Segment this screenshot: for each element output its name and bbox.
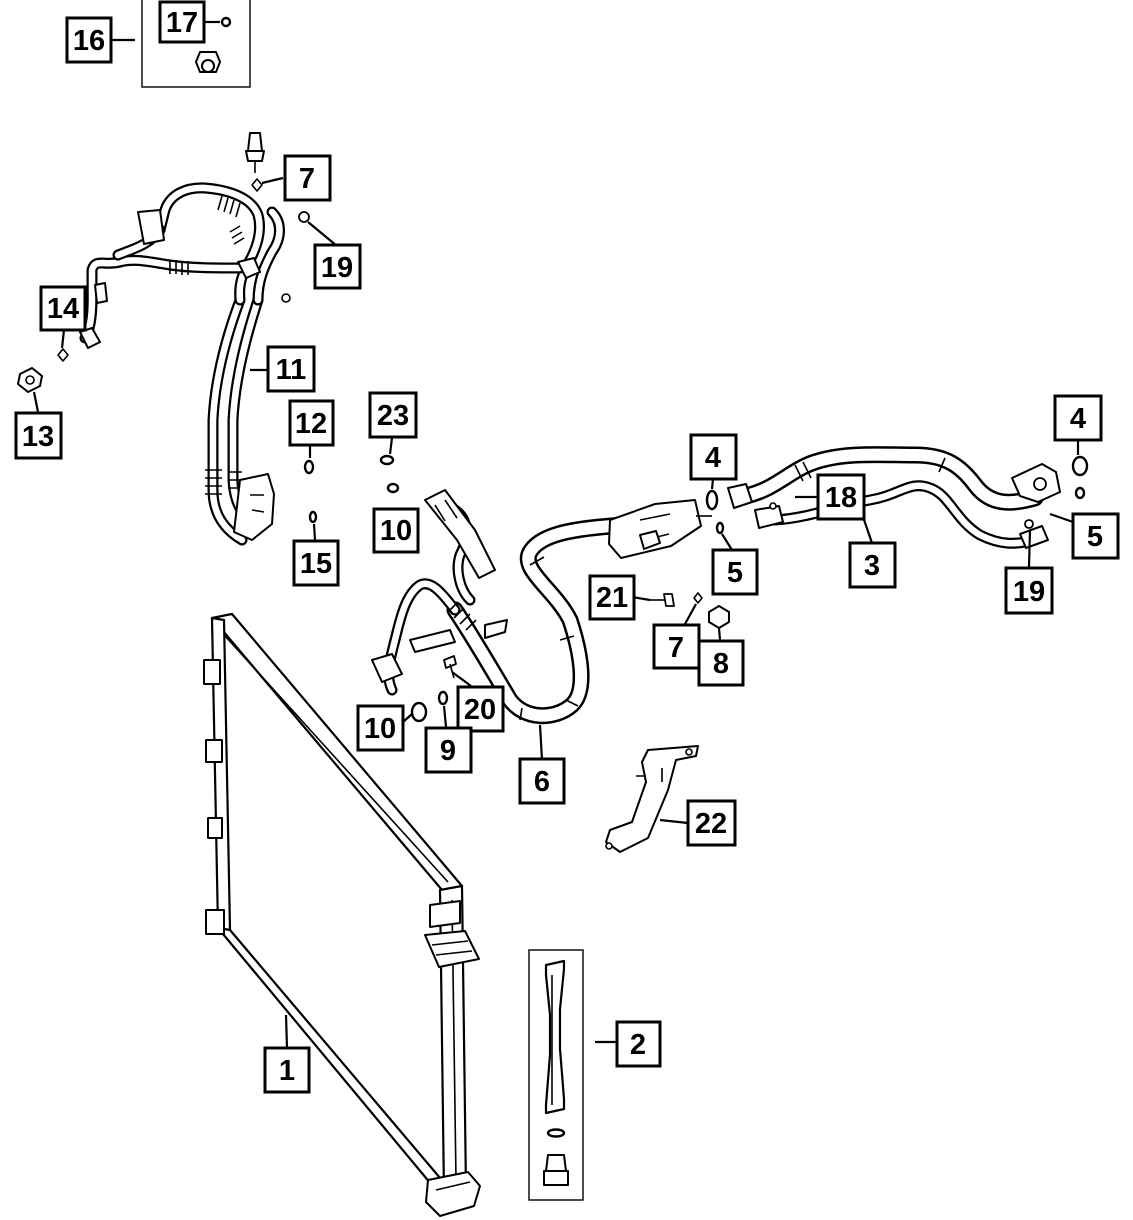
leader-lines bbox=[32, 20, 1080, 1049]
callout-7-upper-label: 7 bbox=[299, 163, 315, 195]
callout-20-label: 20 bbox=[464, 694, 496, 726]
callout-13-label: 13 bbox=[22, 421, 54, 453]
callout-19-right-label: 19 bbox=[1013, 576, 1045, 608]
callout-1: 1 bbox=[263, 1046, 311, 1094]
callout-7-lower: 7 bbox=[652, 623, 701, 670]
callout-11-label: 11 bbox=[276, 354, 307, 386]
o-ring-12-part bbox=[303, 459, 315, 475]
callout-4-left: 4 bbox=[689, 433, 738, 481]
callout-15: 15 bbox=[292, 539, 340, 587]
valve-core-14-part bbox=[57, 348, 69, 362]
callout-19-right: 19 bbox=[1004, 566, 1054, 615]
cap-upper-part bbox=[298, 211, 310, 223]
discharge-hose-part bbox=[371, 489, 712, 725]
callout-11: 11 bbox=[266, 345, 316, 393]
callout-4-right: 4 bbox=[1053, 394, 1103, 442]
callout-14: 14 bbox=[39, 285, 87, 332]
callout-9-label: 9 bbox=[440, 735, 456, 767]
o-ring-10-lower-part bbox=[410, 701, 428, 723]
callout-10-upper: 10 bbox=[372, 507, 420, 554]
drier-plug-part bbox=[543, 1154, 569, 1186]
pressure-switch-part bbox=[195, 16, 232, 73]
callout-10-lower: 10 bbox=[356, 704, 405, 752]
callout-10-lower-label: 10 bbox=[364, 713, 396, 745]
callout-23: 23 bbox=[368, 391, 418, 439]
callout-21-label: 21 bbox=[596, 582, 628, 614]
callout-18: 18 bbox=[816, 473, 866, 521]
o-ring-9-part bbox=[437, 690, 449, 706]
callout-3-label: 3 bbox=[864, 550, 880, 582]
callout-17: 17 bbox=[158, 0, 206, 44]
cap-13-part bbox=[17, 367, 43, 393]
o-ring-10-upper-part bbox=[386, 482, 400, 494]
o-ring-4-left-part bbox=[705, 489, 719, 511]
callout-19-upper-label: 19 bbox=[321, 252, 353, 284]
callout-23-label: 23 bbox=[377, 400, 409, 432]
callout-5-left-label: 5 bbox=[727, 557, 743, 589]
callout-3: 3 bbox=[848, 541, 897, 589]
o-ring-23-part bbox=[379, 454, 395, 466]
callout-18-label: 18 bbox=[825, 482, 857, 514]
bracket-part bbox=[605, 745, 699, 853]
callout-20: 20 bbox=[456, 685, 505, 733]
callout-22: 22 bbox=[686, 799, 737, 847]
o-ring-15-part bbox=[308, 510, 318, 524]
callout-8: 8 bbox=[697, 639, 745, 687]
callout-9: 9 bbox=[424, 726, 473, 774]
o-ring-5-left-part bbox=[715, 521, 725, 535]
o-ring-4-right-part bbox=[1071, 455, 1089, 477]
callout-12-label: 12 bbox=[295, 408, 327, 440]
callout-6: 6 bbox=[518, 757, 566, 805]
drier-group-frame bbox=[528, 949, 584, 1201]
callout-22-label: 22 bbox=[695, 808, 727, 840]
callout-14-label: 14 bbox=[47, 293, 79, 325]
callout-12: 12 bbox=[288, 399, 335, 447]
callout-16-label: 16 bbox=[73, 25, 105, 57]
bolt-20-part bbox=[443, 655, 457, 679]
suction-line-part bbox=[727, 446, 1061, 511]
callout-15-label: 15 bbox=[300, 548, 332, 580]
callout-19-upper: 19 bbox=[313, 243, 362, 290]
drier-o-ring-part bbox=[546, 1128, 566, 1138]
callout-6-label: 6 bbox=[534, 766, 550, 798]
o-ring-5-right-part bbox=[1074, 486, 1086, 500]
callout-2: 2 bbox=[615, 1020, 662, 1068]
cap-8-part bbox=[708, 605, 730, 629]
bolt-21-part bbox=[650, 593, 675, 607]
callout-4-right-label: 4 bbox=[1070, 403, 1086, 435]
callout-2-label: 2 bbox=[630, 1029, 646, 1061]
callout-7-lower-label: 7 bbox=[668, 632, 684, 664]
callout-5-left: 5 bbox=[711, 548, 759, 596]
switch-group-frame bbox=[141, 0, 251, 88]
valve-core-lower-part bbox=[693, 592, 703, 604]
callout-16: 16 bbox=[65, 16, 113, 64]
condenser-part bbox=[203, 612, 481, 1217]
valve-core-upper-part bbox=[251, 178, 263, 192]
ac-line-assembly-upper-part bbox=[79, 132, 291, 546]
callout-7-upper: 7 bbox=[283, 154, 332, 202]
callout-5-right-label: 5 bbox=[1087, 521, 1103, 553]
callout-10-upper-label: 10 bbox=[380, 515, 412, 547]
callout-13: 13 bbox=[14, 411, 63, 460]
callout-5-right: 5 bbox=[1071, 512, 1120, 560]
desiccant-bag-part bbox=[544, 959, 566, 1115]
callout-8-label: 8 bbox=[713, 648, 729, 680]
callout-1-label: 1 bbox=[279, 1055, 295, 1087]
callout-4-left-label: 4 bbox=[705, 442, 721, 474]
callout-21: 21 bbox=[588, 574, 636, 621]
callout-17-label: 17 bbox=[166, 7, 198, 39]
